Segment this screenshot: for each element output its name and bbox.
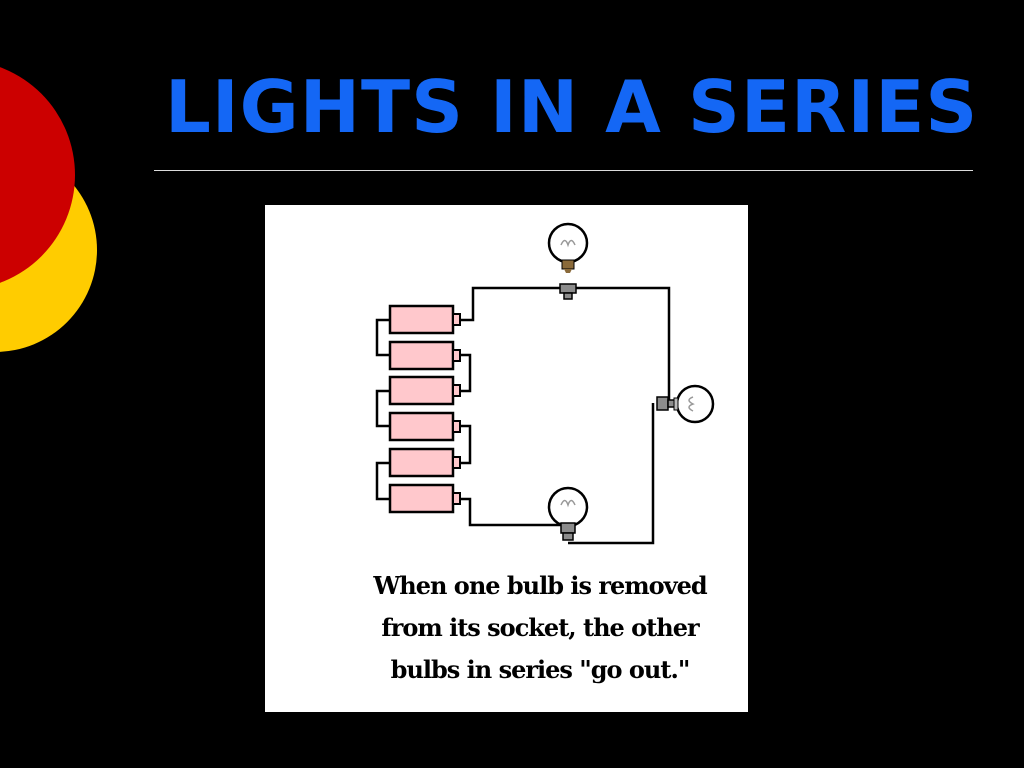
- battery-icon: [388, 447, 461, 478]
- battery-icon: [388, 411, 461, 442]
- title-divider: [154, 170, 973, 171]
- decorative-circles: [0, 67, 97, 352]
- wire-bottom: [457, 497, 568, 527]
- battery-link-left-1: [375, 318, 390, 357]
- red-circle: [0, 67, 75, 283]
- circuit-diagram: [375, 222, 715, 545]
- battery-icon: [388, 340, 461, 371]
- battery-icon: [388, 483, 461, 514]
- battery-link-left-2: [375, 389, 390, 428]
- slide-title: Lights in a Series: [165, 65, 979, 149]
- wire-top: [461, 286, 671, 403]
- light-bulb-icon: [673, 384, 715, 424]
- bulb-socket-icon: [656, 396, 677, 411]
- battery-icon: [388, 375, 461, 406]
- wire-right: [568, 403, 655, 545]
- series-circuit-figure: When one bulb is removed from its socket…: [265, 205, 748, 712]
- bulb-socket-icon: [559, 283, 577, 300]
- light-bulb-icon: [547, 222, 589, 273]
- figure-caption: When one bulb is removed from its socket…: [373, 571, 707, 684]
- battery-link-right-2: [457, 424, 472, 465]
- light-bulb-icon: [547, 486, 589, 528]
- bulb-socket-icon: [560, 522, 576, 541]
- battery-icon: [388, 304, 461, 335]
- battery-link-right-1: [457, 353, 472, 393]
- battery-link-left-3: [375, 461, 390, 501]
